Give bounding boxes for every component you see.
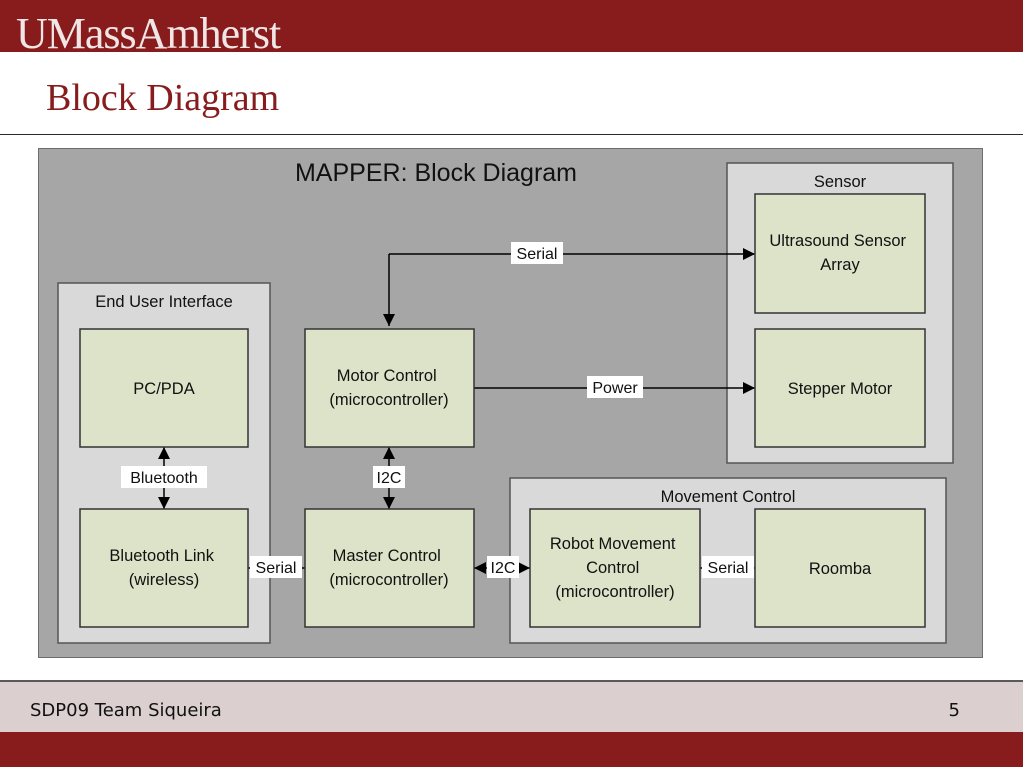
block-diagram-canvas: MAPPER: Block Diagram End User Interface…	[38, 148, 983, 658]
block-label-motor-control: Motor Control (microcontroller)	[329, 367, 448, 409]
bottom-banner	[0, 732, 1023, 767]
group-label-movement-control: Movement Control	[661, 488, 796, 506]
group-label-end-user-interface: End User Interface	[95, 293, 233, 311]
block-stepper-motor	[754, 328, 926, 448]
block-pc-pda	[79, 328, 249, 448]
footer-team-name: SDP09 Team Siqueira	[30, 700, 222, 721]
label-box-bluetooth	[121, 466, 207, 488]
block-ultrasound-sensor-array	[754, 193, 926, 314]
block-label-master-control: Master Control (microcontroller)	[329, 547, 448, 589]
link-label-serial-top: Serial	[517, 246, 558, 263]
block-label-ultrasound-sensor-array: Ultrasound Sensor Array	[769, 232, 910, 274]
block-label-stepper-motor: Stepper Motor	[788, 380, 893, 398]
page-number: 5	[948, 700, 960, 721]
link-label-serial-right: Serial	[708, 560, 749, 577]
label-box-serial-left	[250, 556, 302, 578]
block-label-pc-pda: PC/PDA	[133, 380, 194, 398]
link-label-i2c-vertical: I2C	[377, 470, 402, 487]
block-diagram: MAPPER: Block Diagram End User Interface…	[38, 148, 983, 658]
block-bluetooth-link	[79, 508, 249, 628]
label-box-serial-right	[702, 556, 754, 578]
label-box-i2c-vertical	[373, 466, 405, 488]
slide-title: Block Diagram	[46, 77, 280, 119]
link-label-power: Power	[592, 380, 638, 397]
block-master-control	[304, 508, 475, 628]
group-label-sensor: Sensor	[814, 173, 867, 191]
top-banner: UMassAmherst	[0, 0, 1023, 52]
label-box-serial-top	[511, 242, 563, 264]
block-motor-control	[304, 328, 475, 448]
label-box-i2c-right	[487, 556, 519, 578]
link-label-i2c-right: I2C	[491, 560, 516, 577]
link-label-serial-left: Serial	[256, 560, 297, 577]
block-label-roomba: Roomba	[809, 560, 872, 578]
block-label-robot-movement-control: Robot Movement Control (microcontroller)	[550, 535, 680, 601]
label-box-power	[587, 376, 643, 398]
block-label-bluetooth-link: Bluetooth Link (wireless)	[109, 547, 218, 589]
umass-amherst-logo: UMassAmherst	[16, 9, 281, 52]
footer-divider	[0, 680, 1023, 682]
block-robot-movement-control	[529, 508, 701, 628]
footer-band	[0, 682, 1023, 732]
title-divider	[0, 134, 1023, 135]
link-label-bluetooth: Bluetooth	[130, 470, 198, 487]
block-roomba	[754, 508, 926, 628]
diagram-title: MAPPER: Block Diagram	[295, 159, 577, 187]
